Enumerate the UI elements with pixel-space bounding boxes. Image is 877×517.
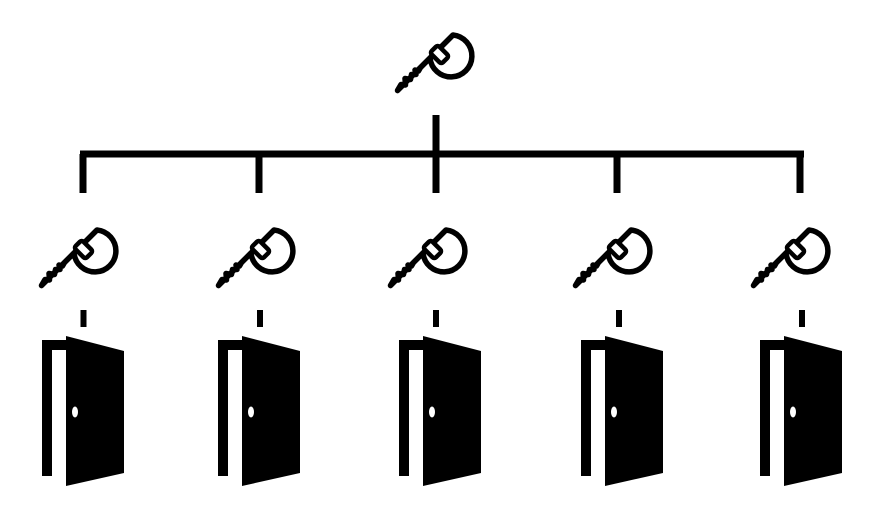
key-door-link — [616, 310, 622, 327]
hierarchy-connectors — [79, 115, 804, 193]
key-icon — [391, 230, 465, 286]
key-icon — [42, 230, 116, 286]
key-icon — [576, 230, 650, 286]
open-door-icon — [42, 336, 124, 486]
branch-1 — [42, 230, 124, 486]
open-door-icon — [581, 336, 663, 486]
branch-4 — [576, 230, 663, 486]
branch-3 — [391, 230, 481, 486]
key-door-link — [433, 310, 439, 327]
branch-2 — [218, 230, 300, 486]
key-door-link — [80, 310, 87, 327]
branch-5 — [754, 230, 842, 486]
key-icon — [219, 230, 293, 286]
key-door-link — [799, 310, 805, 327]
open-door-icon — [760, 336, 842, 486]
key-door-link — [257, 310, 263, 327]
open-door-icon — [218, 336, 300, 486]
master-key-icon — [398, 35, 472, 91]
key-icon — [754, 230, 828, 286]
open-door-icon — [399, 336, 481, 486]
